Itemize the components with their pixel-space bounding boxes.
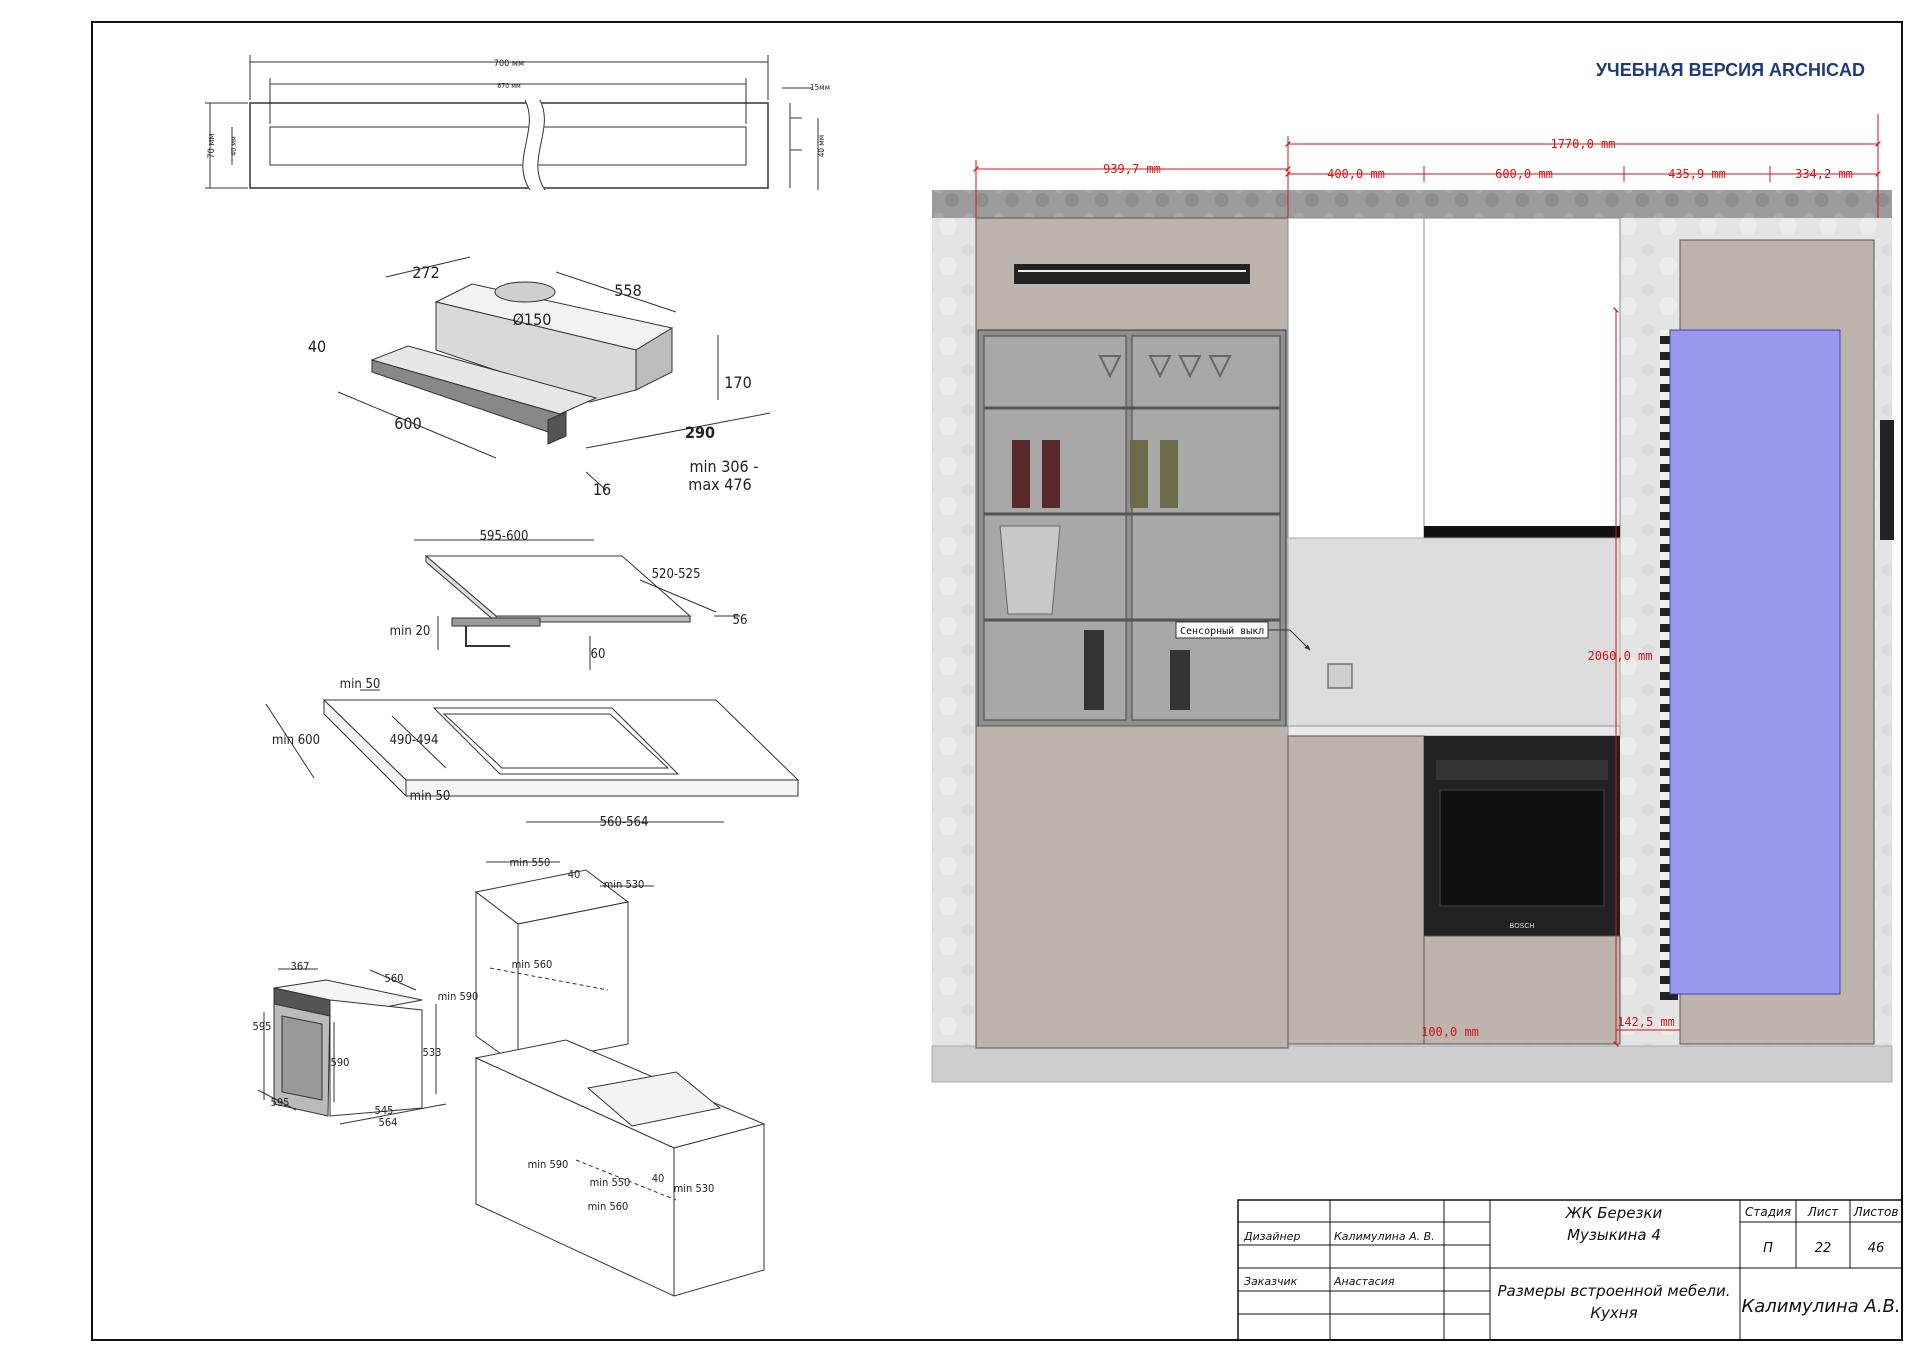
hood-plan-edge-height-label: 40 мм <box>817 135 826 157</box>
stage-label: Стадия <box>1745 1205 1791 1219</box>
sheet-frame <box>91 21 1903 1341</box>
stage-value: П <box>1763 1241 1773 1256</box>
oven-595-height: 595 <box>253 1020 272 1033</box>
client-value: Анастасия <box>1333 1275 1395 1288</box>
backsplash <box>1287 537 1621 731</box>
dim-total: 1770,0 mm <box>1550 137 1615 151</box>
niche-min530-top: min 530 <box>604 878 645 891</box>
sheets-label: Листов <box>1853 1205 1899 1219</box>
niche-40-top: 40 <box>568 868 581 881</box>
hob-width-label: 595-600 <box>480 529 529 544</box>
niche-min590-top: min 590 <box>438 990 479 1003</box>
countertop-cutout-depth: 490-494 <box>390 733 439 748</box>
hob-60-label: 60 <box>591 647 606 662</box>
sensor-callout-label: Сенсорный выкл <box>1180 625 1264 637</box>
countertop-min600: min 600 <box>272 733 320 748</box>
dim-seg-4: 334,2 mm <box>1795 167 1853 181</box>
hood-3d-height-170: 170 <box>724 373 751 392</box>
candles-icon <box>1084 630 1190 710</box>
hood-3d-extension-line2: max 476 <box>688 475 751 494</box>
countertop-min50-bottom: min 50 <box>410 789 451 804</box>
sheet-label: Лист <box>1807 1205 1839 1219</box>
niche-drawing <box>474 861 766 1297</box>
designer-label: Дизайнер <box>1243 1230 1300 1243</box>
oven-drawing <box>257 968 447 1125</box>
sheet-value: 22 <box>1815 1241 1832 1256</box>
watermark-text: УЧЕБНАЯ ВЕРСИЯ ARCHICAD <box>1596 60 1865 80</box>
fridge-highlight <box>1669 329 1841 995</box>
hood-3d-depth-558: 558 <box>614 281 641 300</box>
dim-seg-2: 600,0 mm <box>1495 167 1553 181</box>
oven-367: 367 <box>291 960 310 973</box>
hood-plan-inner-label: 670 мм <box>497 82 521 90</box>
countertop-cutout-width: 560-564 <box>600 815 649 830</box>
elevation-dimensions <box>973 114 1881 1047</box>
niche-min560-top: min 560 <box>512 958 553 971</box>
countertop-min50-top: min 50 <box>340 677 381 692</box>
oven-595-width: 595 <box>271 1096 290 1109</box>
sheet-title-line1: Размеры встроенной мебели. <box>1497 1282 1730 1300</box>
dim-plinth-a: 100,0 mm <box>1421 1025 1479 1039</box>
upper-cabinet-left <box>1287 217 1425 539</box>
oven-564: 564 <box>379 1116 398 1129</box>
dim-left: 939,7 mm <box>1103 162 1161 176</box>
title-block <box>1237 1199 1903 1341</box>
socket-icon <box>1327 663 1353 689</box>
ice-bucket-icon <box>999 525 1061 615</box>
hood-3d-height-40: 40 <box>308 337 326 356</box>
hood-plan-drawing <box>205 55 819 191</box>
hood-3d-drawing <box>337 256 771 491</box>
niche-min590-bottom: min 590 <box>528 1158 569 1171</box>
hood-3d-depth-272: 272 <box>412 263 439 282</box>
hood-plan-edge-label: 15мм <box>810 83 830 92</box>
designer-value: Калимулина А. В. <box>1334 1230 1435 1243</box>
hood-plan-inner-height-label: 40 мм <box>230 136 238 156</box>
client-label: Заказчик <box>1244 1275 1298 1288</box>
sheets-value: 46 <box>1868 1241 1885 1256</box>
kitchen-elevation: BOSCH <box>931 190 1894 1083</box>
niche-40-bottom: 40 <box>652 1172 665 1185</box>
hood-3d-width-600: 600 <box>394 414 421 433</box>
hood-3d-extension-line1: min 306 - <box>690 457 759 476</box>
wine-glasses-icon <box>1098 355 1232 379</box>
hood-3d-duct-diameter: Ø150 <box>513 310 552 329</box>
sheet-title-line2: Кухня <box>1590 1304 1637 1322</box>
upper-cabinet-right <box>1423 217 1621 539</box>
oven-560: 560 <box>385 972 404 985</box>
oven-590: 590 <box>331 1056 350 1069</box>
project-line1: ЖК Березки <box>1565 1204 1663 1222</box>
countertop-drawing <box>265 689 800 823</box>
hob-drawing <box>414 539 740 670</box>
base-cabinet <box>1287 735 1425 1045</box>
oven-545: 545 <box>375 1104 394 1117</box>
hood-plan-overall-label: 700 мм <box>494 59 524 69</box>
wine-bottles-icon <box>1012 440 1178 508</box>
hood-3d-depth-290: 290 <box>685 423 715 442</box>
hood-3d-front-16: 16 <box>593 480 611 499</box>
dim-plinth-b: 142,5 mm <box>1617 1015 1675 1029</box>
hob-depth-label: 520-525 <box>652 567 701 582</box>
niche-min550-bottom: min 550 <box>590 1176 631 1189</box>
niche-min550-top: min 550 <box>510 856 551 869</box>
hood-plan-height-label: 70 мм <box>207 133 217 158</box>
oven-brand-label: BOSCH <box>1510 923 1535 930</box>
dim-height: 2060,0 mm <box>1587 649 1652 663</box>
hob-min20-label: min 20 <box>390 624 431 639</box>
oven-533: 533 <box>423 1046 442 1059</box>
niche-min530-bottom: min 530 <box>674 1182 715 1195</box>
hob-thickness-label: 56 <box>733 613 748 628</box>
niche-min560-bottom: min 560 <box>588 1200 629 1213</box>
author-value: Калимулина А.В. <box>1741 1296 1900 1317</box>
dim-seg-3: 435,9 mm <box>1668 167 1726 181</box>
project-line2: Музыкина 4 <box>1567 1226 1661 1244</box>
dim-seg-1: 400,0 mm <box>1327 167 1385 181</box>
